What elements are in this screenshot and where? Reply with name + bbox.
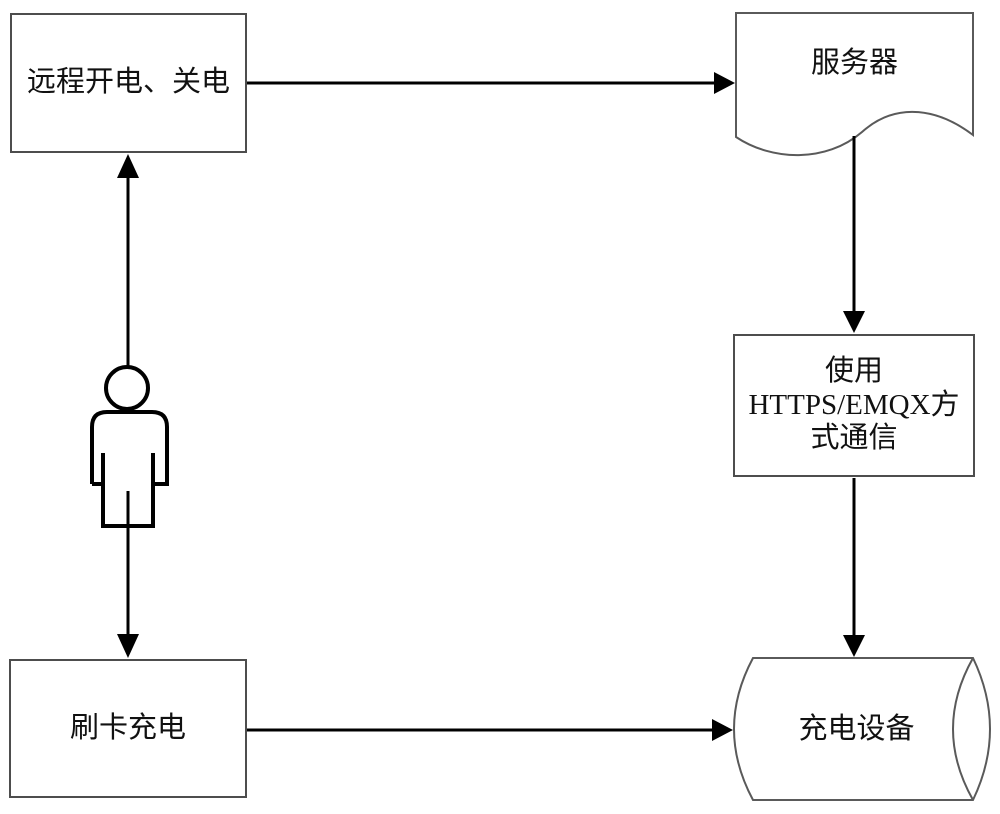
node-device-label: 充电设备 (798, 713, 915, 746)
node-card-charge-label: 刷卡充电 (69, 711, 186, 744)
arrow-user-to-card (117, 491, 139, 658)
node-card-charge: 刷卡充电 (9, 659, 247, 798)
node-server: 服务器 (736, 20, 973, 108)
node-comm-method: 使用HTTPS/EMQX方 式通信 (733, 334, 975, 477)
person-icon (90, 365, 169, 528)
arrow-user-to-remote (117, 154, 139, 366)
node-device: 充电设备 (740, 660, 973, 800)
node-server-label: 服务器 (810, 47, 898, 80)
arrow-card-to-device (247, 719, 733, 741)
server-document-shape (735, 12, 974, 157)
arrow-comm-to-device (843, 478, 865, 657)
device-cylinder-cap-edge (952, 657, 974, 801)
person-head (104, 365, 150, 411)
arrow-server-to-comm (843, 136, 865, 333)
arrow-remote-to-server (247, 72, 735, 94)
node-comm-method-label: 使用HTTPS/EMQX方 式通信 (748, 355, 960, 455)
node-remote-power-label: 远程开电、关电 (26, 66, 230, 99)
node-remote-power: 远程开电、关电 (10, 13, 247, 153)
